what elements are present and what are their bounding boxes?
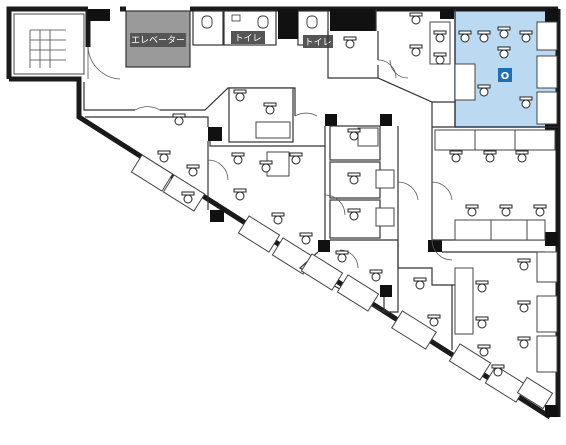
chairs xyxy=(157,12,547,377)
chair-icon xyxy=(409,44,423,57)
toilet-label-b: トイレ xyxy=(304,38,331,48)
chair-icon xyxy=(483,150,497,163)
chair-icon xyxy=(533,204,547,217)
toilet-icon xyxy=(201,15,213,29)
chair-icon xyxy=(263,102,277,115)
sink-icon xyxy=(231,14,241,22)
chair-icon xyxy=(233,188,247,201)
stairs-icon xyxy=(13,13,85,75)
location-marker[interactable] xyxy=(498,68,512,82)
chair-icon xyxy=(499,204,513,217)
chair-icon xyxy=(427,314,441,327)
chair-icon xyxy=(465,204,479,217)
chair-icon xyxy=(433,52,447,65)
chair-icon xyxy=(172,113,186,126)
chair-icon xyxy=(186,164,200,177)
chair-icon xyxy=(517,300,531,313)
chair-icon xyxy=(259,160,273,173)
toilet-icon xyxy=(257,15,269,29)
chair-icon xyxy=(477,30,491,43)
toilet-area xyxy=(192,10,329,46)
chair-icon xyxy=(449,150,463,163)
toilet-icon xyxy=(306,15,318,29)
chair-icon xyxy=(477,84,491,97)
chair-icon xyxy=(369,269,383,282)
chair-icon xyxy=(515,150,529,163)
chair-icon xyxy=(517,336,531,349)
chair-icon xyxy=(181,191,195,204)
chair-icon xyxy=(233,89,247,102)
toilet-label-a: トイレ xyxy=(234,34,261,44)
chair-icon xyxy=(335,250,349,263)
pillars xyxy=(88,9,558,417)
chair-icon xyxy=(289,152,303,165)
chair-icon xyxy=(433,30,447,43)
chair-icon xyxy=(299,232,313,245)
chair-icon xyxy=(477,344,491,357)
chair-icon xyxy=(347,172,361,185)
chair-icon xyxy=(519,96,533,109)
doors xyxy=(87,46,453,269)
partitions xyxy=(83,9,558,410)
chair-icon xyxy=(458,30,472,43)
chair-icon xyxy=(497,46,511,59)
elevator-label: エレベーター xyxy=(131,35,185,46)
chair-icon xyxy=(519,30,533,43)
chair-icon xyxy=(343,36,357,49)
chair-icon xyxy=(517,258,531,271)
location-marker-label: O xyxy=(501,71,510,82)
chair-icon xyxy=(231,152,245,165)
chair-icon xyxy=(491,364,505,377)
chair-icon xyxy=(347,208,361,221)
chair-icon xyxy=(347,128,361,141)
chair-icon xyxy=(497,26,511,39)
chair-icon xyxy=(475,316,489,329)
chair-icon xyxy=(271,212,285,225)
chair-icon xyxy=(409,12,423,25)
chair-icon xyxy=(475,280,489,293)
chair-icon xyxy=(157,150,171,163)
chair-icon xyxy=(413,277,427,290)
